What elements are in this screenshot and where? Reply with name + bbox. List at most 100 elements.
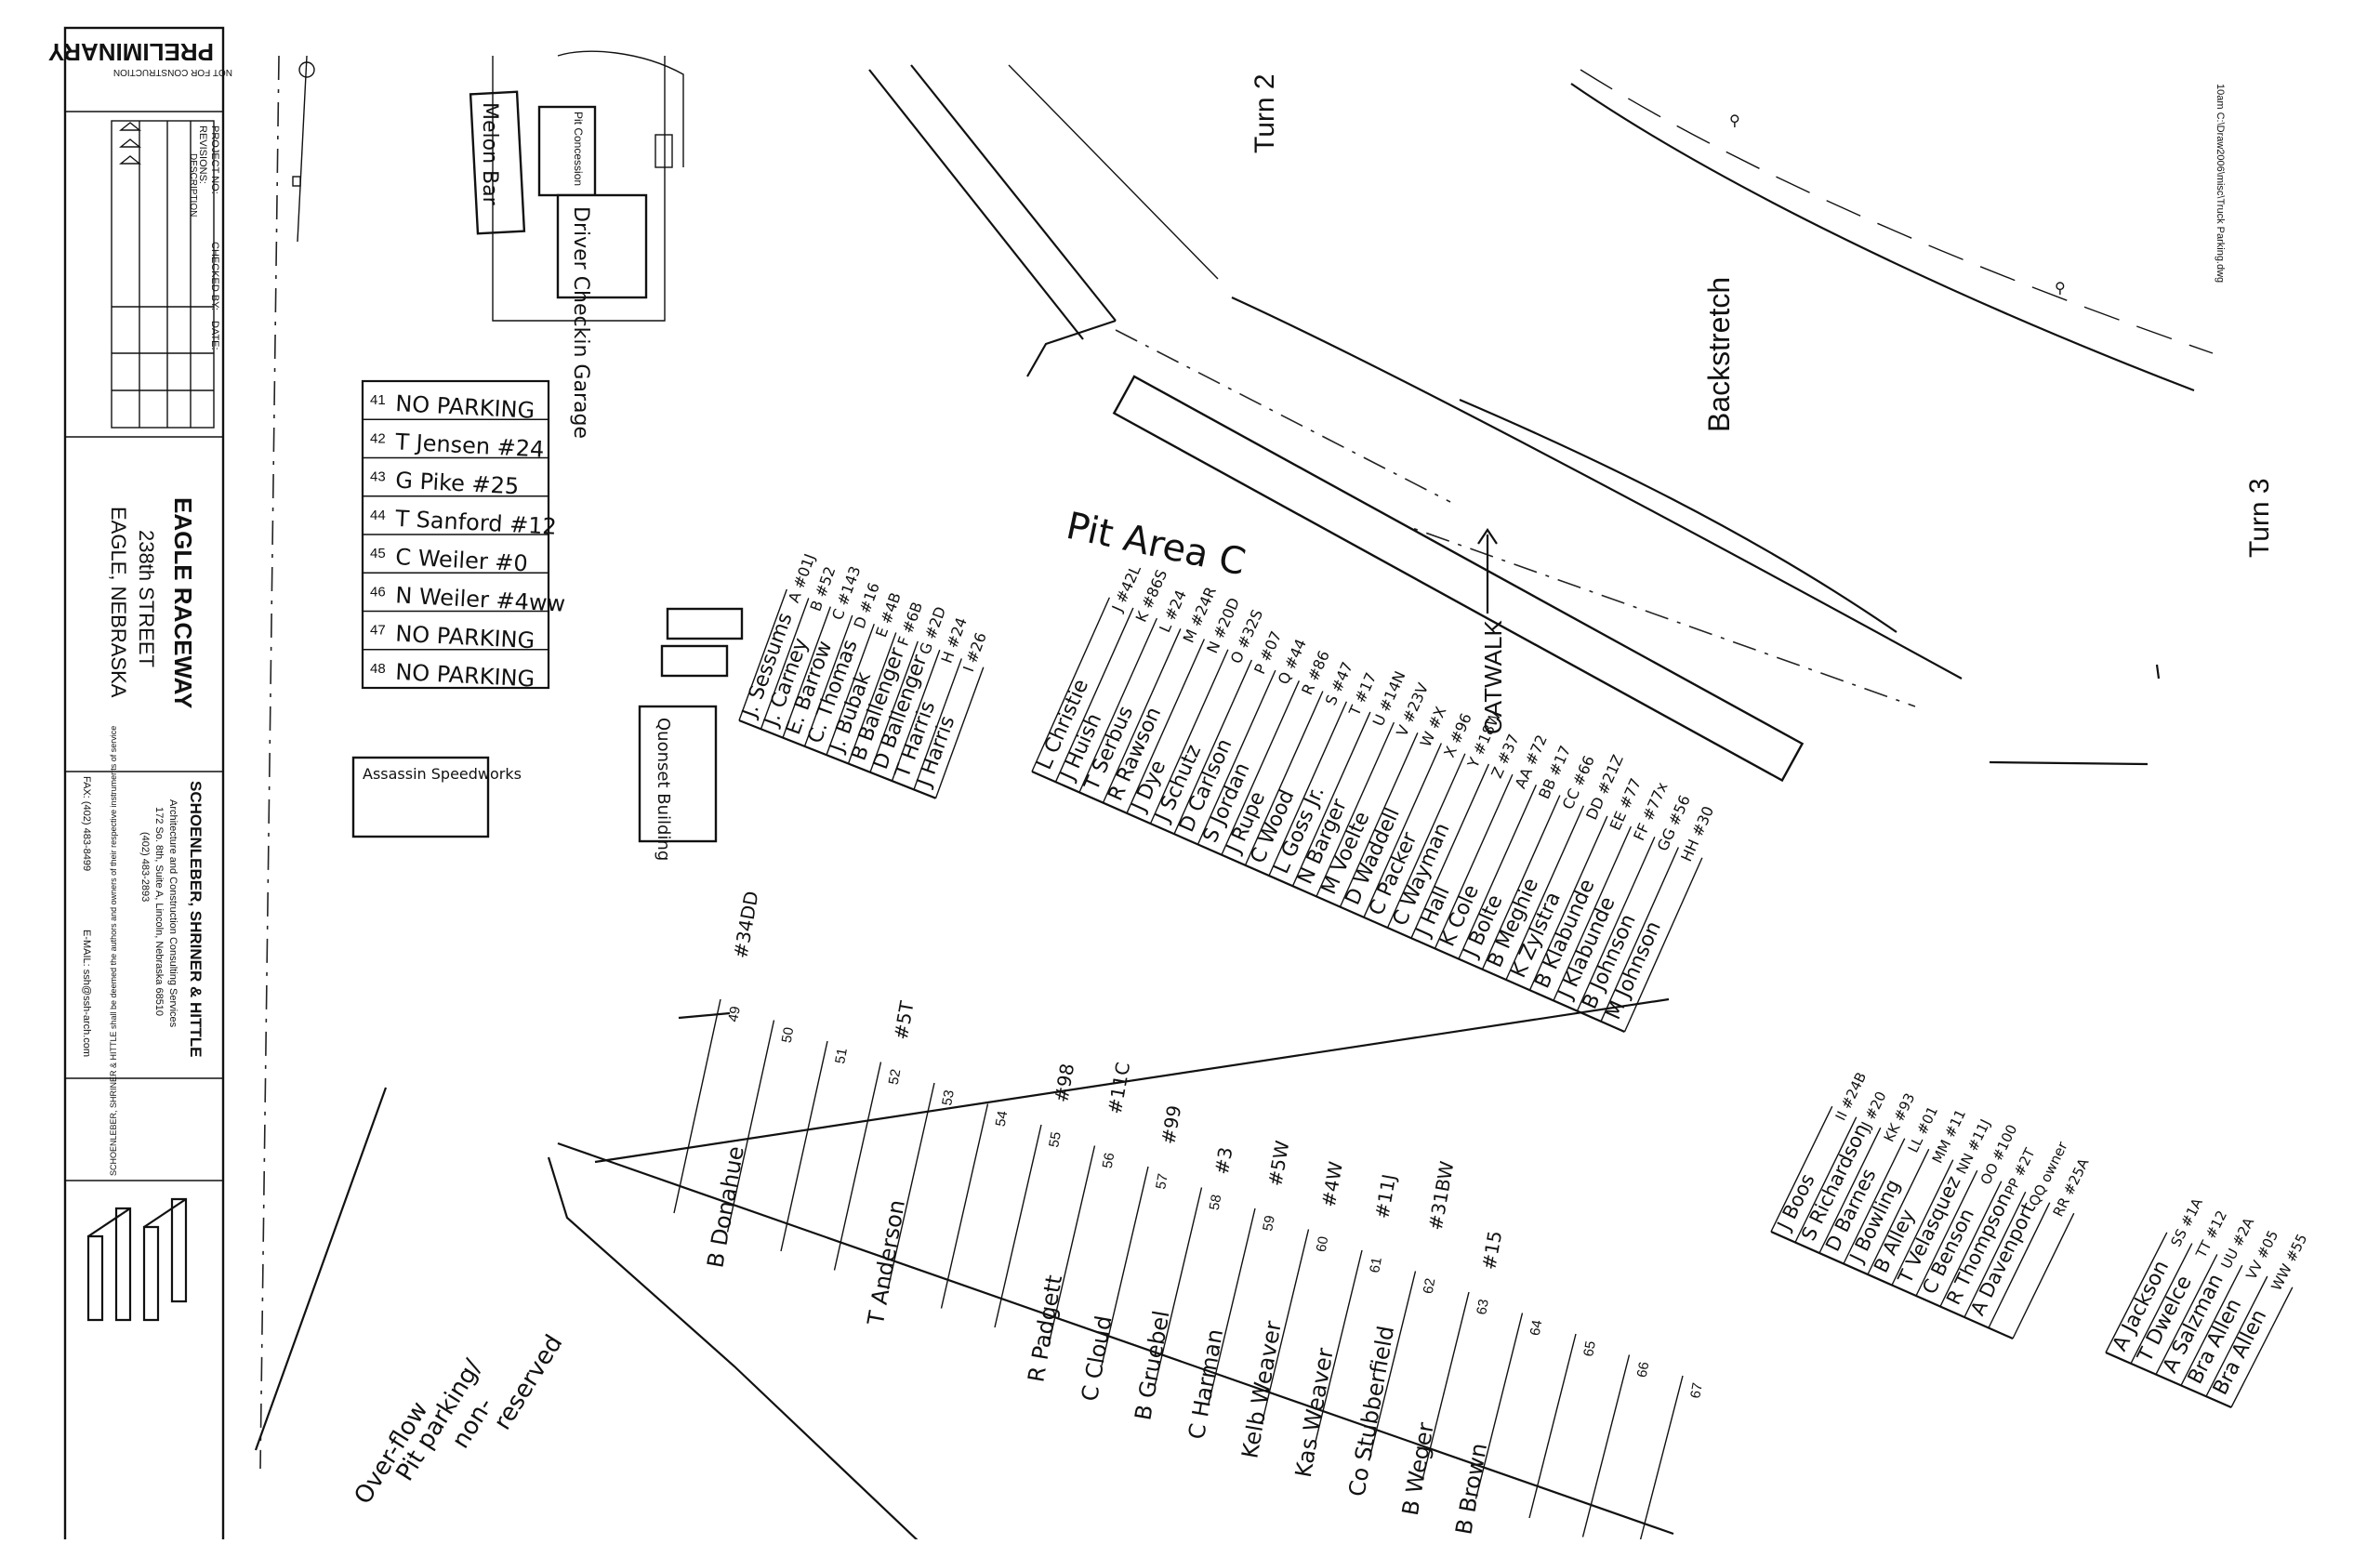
backstretch-label: Backstretch (1702, 277, 1736, 432)
catwalk-label: CATWALK (1479, 620, 1507, 734)
slot-divider (891, 649, 941, 782)
quonset-building: Quonset Building (638, 705, 718, 861)
pit-fence (1338, 501, 1916, 707)
turn-3-label: Turn 3 (2244, 478, 2275, 558)
parking-slot-entry: G Pike #25 (395, 468, 520, 500)
turn-2-label: Turn 2 (1250, 73, 1280, 153)
driver-checkin-garage: Driver Checkin Garage (556, 193, 648, 439)
parking-slot-number: 50 (779, 1026, 798, 1044)
parking-slot-number: 64 (1527, 1319, 1546, 1337)
parking-slot-number: 48 (370, 661, 386, 677)
slot-divider (1261, 1229, 1310, 1423)
slot-divider (1553, 825, 1633, 1001)
firm-address: 172 So. 8th, Suite A, Lincoln, Nebraska … (153, 807, 165, 1016)
slot-divider (2155, 1254, 2218, 1375)
slot-car-number: #4W (1317, 1159, 1347, 1208)
driver-name: Co Stubberfield (1343, 1324, 1399, 1498)
slot-car-number: #31BW (1424, 1159, 1459, 1232)
utility-box-icon (292, 176, 301, 187)
overflow-label-line: reserved (488, 1330, 568, 1435)
svg-text:Assassin Speedworks: Assassin Speedworks (363, 765, 522, 783)
parking-slot-number: 46 (370, 584, 386, 600)
slot-divider (1576, 837, 1656, 1011)
slot-divider (1421, 1291, 1470, 1481)
parking-slot-number: 53 (939, 1089, 958, 1106)
race-track: ⚲ ⚲ (868, 64, 2214, 783)
slot-divider (833, 1062, 882, 1271)
row-base-line (738, 719, 936, 799)
slot-divider (1386, 753, 1466, 929)
project-title: EAGLE RACEWAY (169, 497, 197, 708)
driver-name: C Harman (1183, 1327, 1228, 1442)
row-base-line (1770, 1230, 2014, 1340)
slot-divider (826, 624, 875, 756)
firm-email: E-MAIL: ssh@ssh-arch.com (81, 930, 92, 1057)
slot-divider (1505, 805, 1585, 981)
track-outer-wall (1570, 83, 2195, 392)
prelim-stamp: PRELIMINARY (48, 38, 214, 66)
file-path: 10am C:\Draw2006\misc\Truck Parking.dwg (2215, 84, 2226, 283)
slot-divider (1078, 617, 1158, 793)
light-pole-icon (298, 61, 315, 78)
stairs-icon (654, 134, 673, 168)
parking-slot-number: 59 (1260, 1214, 1278, 1232)
parking-slot-number: 54 (993, 1110, 1012, 1128)
road-edge (259, 55, 280, 1470)
parking-slot-number: 52 (886, 1068, 905, 1086)
slot-divider (2105, 1232, 2168, 1353)
slot-divider (1031, 597, 1111, 772)
revisions-label: REVISIONS: (197, 125, 208, 184)
slot-divider (1474, 1313, 1524, 1499)
backstretch-edge (1459, 398, 1897, 633)
driver-name: T Anderson (863, 1198, 910, 1328)
slot-divider (1221, 680, 1301, 855)
light-pole-icon: ⚲ (1729, 113, 1740, 129)
date-label: DATE: (209, 321, 220, 350)
slot-divider (1173, 659, 1253, 835)
parking-slot-number: 60 (1314, 1235, 1332, 1253)
parking-slot-entry: C Weiler #0 (395, 544, 529, 576)
pit-shed (660, 644, 729, 678)
slot-car-number: #11J (1370, 1172, 1400, 1221)
checked-by-label: CHECKED BY: (209, 242, 220, 310)
slot-divider (2130, 1243, 2193, 1365)
assassin-speedworks: Assassin Speedworks (351, 756, 522, 838)
slot-divider (1316, 721, 1395, 897)
slot-divider (1410, 763, 1490, 939)
revision-grid (111, 120, 215, 429)
parking-slot-number: 43 (370, 469, 386, 485)
revision-triangle-icon (119, 122, 141, 165)
track-fence (1115, 329, 1451, 503)
slot-divider (994, 1124, 1042, 1328)
slot-divider (887, 1082, 935, 1290)
slot-divider (1054, 607, 1134, 783)
slot-divider (847, 632, 897, 764)
firm-phone: (402) 483-2893 (139, 832, 151, 902)
svg-text:Driver Checkin Garage: Driver Checkin Garage (569, 206, 592, 439)
driver-name: B Brown (1450, 1441, 1492, 1537)
slot-divider (1915, 1169, 1978, 1297)
parking-slot-number: 65 (1580, 1339, 1599, 1357)
row-base-line (2105, 1351, 2232, 1409)
driver-name: B Weger (1397, 1420, 1439, 1518)
title-block: PRELIMINARY NOT FOR CONSTRUCTION PROJECT… (48, 26, 232, 1544)
slot-divider (738, 588, 787, 721)
slot-divider (1600, 847, 1680, 1023)
slot-divider (1939, 1181, 2003, 1307)
slot-divider (1843, 1138, 1906, 1264)
slot-car-number: #3 (1210, 1145, 1237, 1176)
concession-fence (492, 50, 684, 322)
slot-divider (1291, 711, 1371, 887)
slot-divider (1102, 628, 1182, 803)
slot-car-number: #98 (1050, 1062, 1078, 1104)
row-base-line (1031, 770, 1625, 1034)
slot-divider (1891, 1159, 1954, 1286)
parking-slot-number: 42 (370, 430, 386, 446)
slot-divider (1208, 1207, 1256, 1405)
slot-divider (940, 1103, 989, 1309)
slot-divider (673, 998, 721, 1214)
